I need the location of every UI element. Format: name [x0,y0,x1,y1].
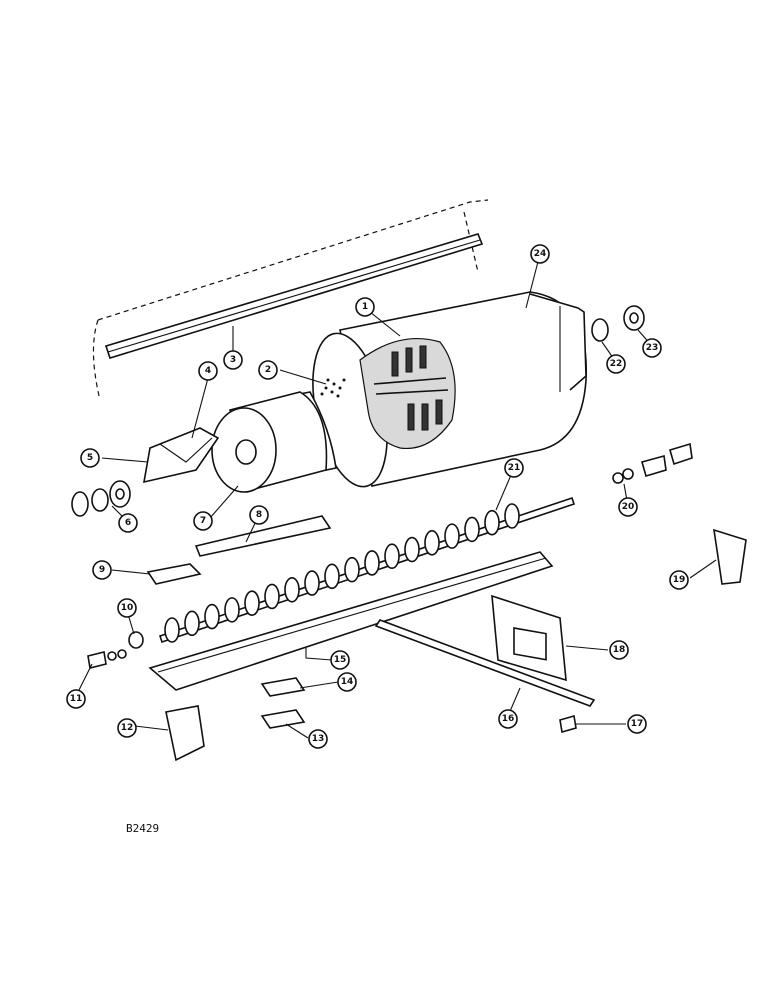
svg-text:8: 8 [256,510,262,520]
callout-24: 24 [530,244,550,264]
small-parts [87,631,577,762]
callout-12: 12 [117,718,137,738]
bracket-19 [713,528,747,585]
svg-text:3: 3 [230,355,236,365]
svg-text:2: 2 [265,365,271,375]
auger-flight [424,530,440,556]
svg-text:19: 19 [673,575,686,585]
svg-text:15: 15 [334,655,347,665]
auger-flight [224,597,240,623]
svg-text:16: 16 [502,714,515,724]
drum-housing [312,291,588,488]
clips-20 [612,442,693,484]
auger-flight [324,563,340,590]
svg-text:6: 6 [125,518,131,528]
auger-flight [164,617,180,643]
auger-flight [404,536,420,563]
callout-10: 10 [117,598,137,618]
callout-7: 7 [193,511,213,531]
auger-flight [504,503,520,529]
auger-flight [244,590,260,616]
auger-flight [204,603,220,630]
svg-text:5: 5 [87,453,93,463]
callout-5: 5 [80,448,100,468]
auger-flight [264,583,280,610]
svg-text:11: 11 [70,694,83,704]
svg-text:12: 12 [121,723,134,733]
callout-20: 20 [618,497,638,517]
small-plate [146,563,202,585]
callout-16: 16 [498,709,518,729]
svg-text:17: 17 [631,719,644,729]
callout-18: 18 [609,640,629,660]
auger-flight [284,576,300,603]
svg-text:24: 24 [534,249,547,259]
svg-text:14: 14 [341,677,354,687]
auger-flight [184,610,200,637]
callout-2: 2 [258,360,278,380]
svg-text:1: 1 [362,302,368,312]
auger-flight [344,556,360,583]
callout-8: 8 [249,505,269,525]
svg-text:9: 9 [99,565,105,575]
auger-flight [464,516,480,543]
callout-19: 19 [669,570,689,590]
auger-flight [364,550,380,576]
side-plate [491,594,567,682]
svg-text:20: 20 [622,502,635,512]
svg-text:4: 4 [205,366,211,376]
callout-15: 15 [330,650,350,670]
callout-22: 22 [606,354,626,374]
auger-flight [484,509,500,536]
cover-plate [194,515,332,557]
auger-flight [444,523,460,549]
callout-21: 21 [504,458,524,478]
callout-1: 1 [355,297,375,317]
callout-4: 4 [198,361,218,381]
bearing-assembly-22-23 [591,305,645,342]
top-angle-strip [104,233,484,359]
callout-17: 17 [627,714,647,734]
drum-end-cap [211,391,328,493]
auger-flight [384,543,400,570]
callout-14: 14 [337,672,357,692]
callout-9: 9 [92,560,112,580]
auger-trough [148,551,554,691]
svg-text:21: 21 [508,463,521,473]
callout-23: 23 [642,338,662,358]
callout-6: 6 [118,513,138,533]
svg-text:23: 23 [646,343,659,353]
chute [143,427,220,484]
bearing-assembly-6 [71,480,131,517]
figure-code: B2429 [126,822,159,835]
callout-11: 11 [66,689,86,709]
auger [158,496,576,644]
svg-text:10: 10 [121,603,134,613]
svg-text:18: 18 [613,645,626,655]
svg-text:22: 22 [610,359,623,369]
svg-text:13: 13 [312,734,325,744]
support-bar [374,619,596,707]
svg-text:7: 7 [200,516,206,526]
auger-flight [304,570,320,596]
callout-3: 3 [223,350,243,370]
callout-13: 13 [308,729,328,749]
